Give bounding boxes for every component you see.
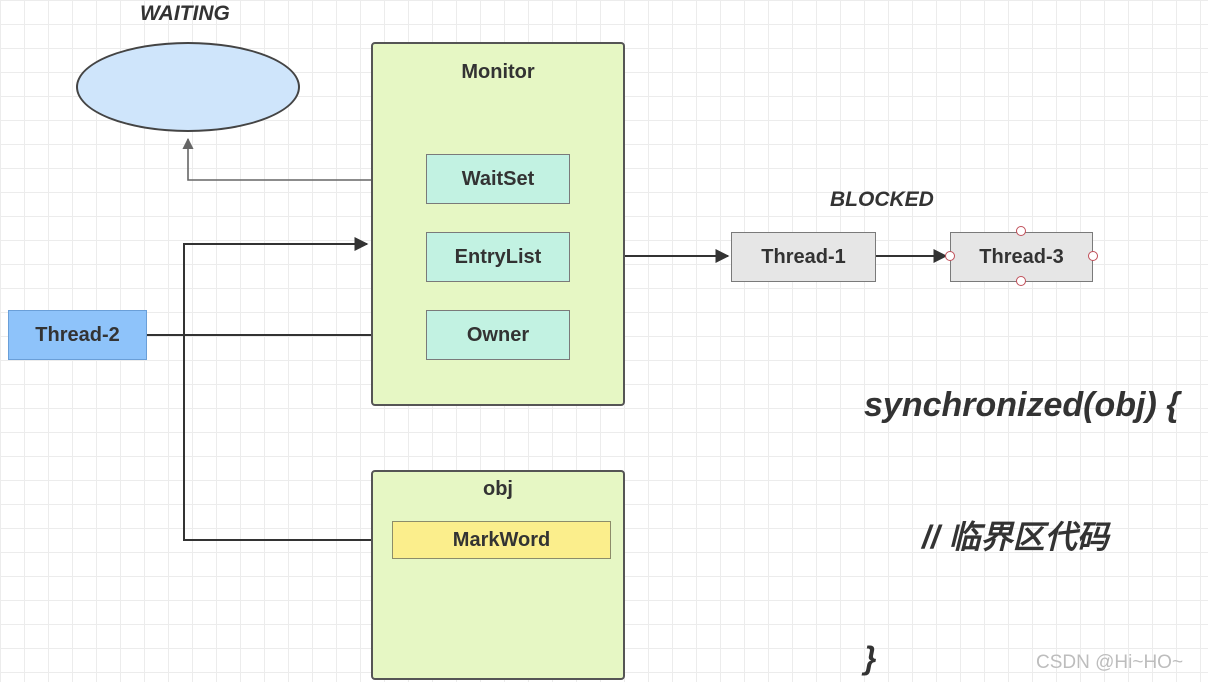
- code-line-synchronized: synchronized(obj) {: [864, 386, 1180, 424]
- waiting-label: WAITING: [140, 2, 230, 25]
- obj-title: obj: [483, 478, 513, 500]
- selection-handle-right: [1088, 251, 1098, 261]
- selection-handle-top: [1016, 226, 1026, 236]
- blocked-label: BLOCKED: [830, 188, 934, 211]
- waitset-node: WaitSet: [426, 154, 570, 204]
- entrylist-node: EntryList: [426, 232, 570, 282]
- thread1-node: Thread-1: [731, 232, 876, 282]
- code-line-comment: // 临界区代码: [922, 519, 1109, 555]
- selection-handle-left: [945, 251, 955, 261]
- watermark: CSDN @Hi~HO~: [1036, 652, 1184, 673]
- thread3-node: Thread-3: [950, 232, 1093, 282]
- thread2-node: Thread-2: [8, 310, 147, 360]
- waitset-to-waiting-arrow: [182, 137, 427, 181]
- owner-node: Owner: [426, 310, 570, 360]
- obj-box: obj: [371, 470, 625, 680]
- waiting-ellipse: [76, 42, 300, 132]
- markword-to-monitor-arrow: [183, 237, 392, 541]
- monitor-title: Monitor: [461, 61, 535, 83]
- selection-handle-bottom: [1016, 276, 1026, 286]
- code-line-close-brace: }: [864, 640, 877, 676]
- markword-node: MarkWord: [392, 521, 611, 559]
